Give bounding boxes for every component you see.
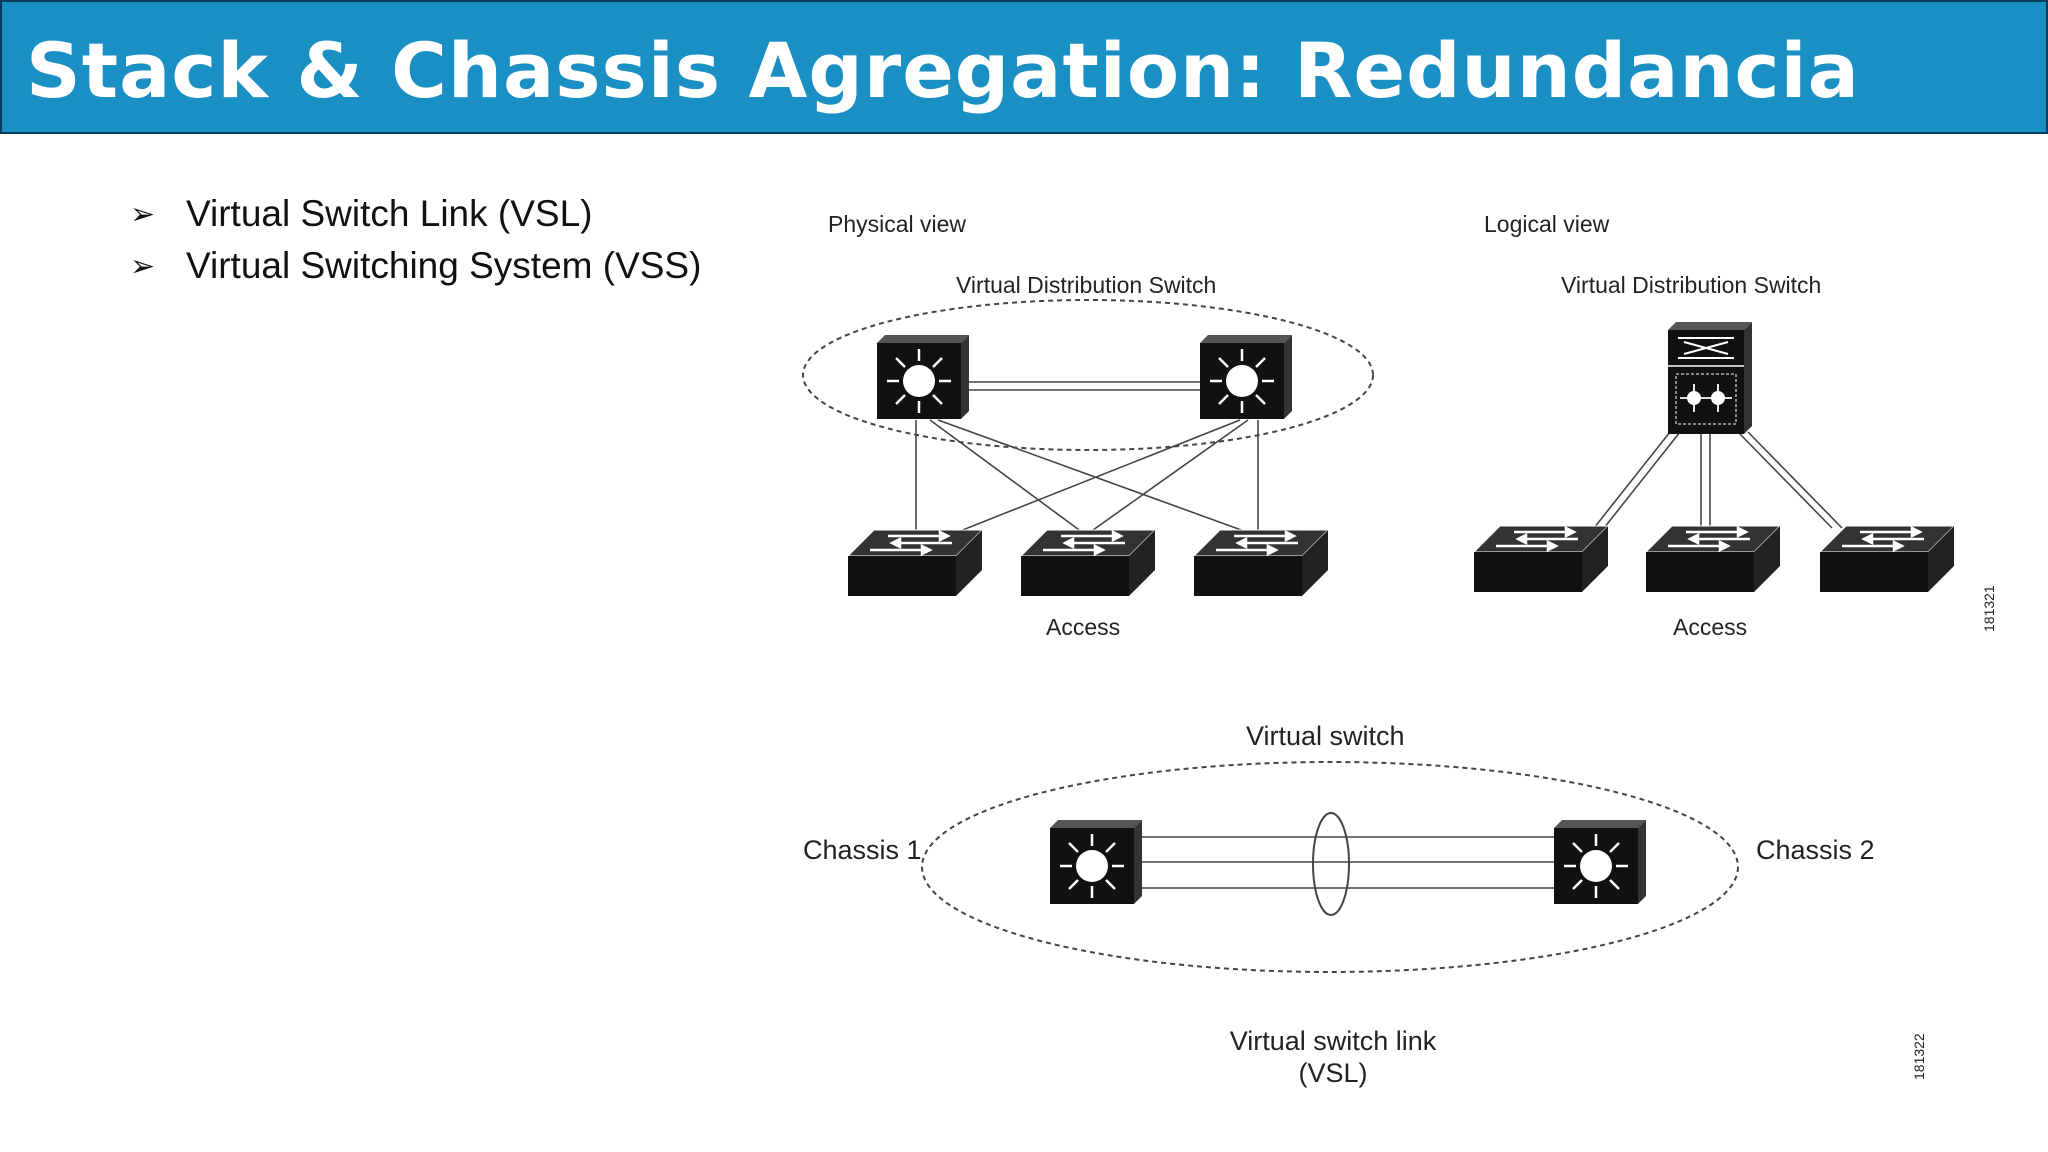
- arrow-bullet-icon: ➢: [130, 249, 156, 283]
- physical-distribution-label: Virtual Distribution Switch: [956, 272, 1216, 298]
- bullet-list: ➢ Virtual Switch Link (VSL) ➢ Virtual Sw…: [130, 188, 701, 292]
- physical-access-switch-2: [1019, 528, 1157, 598]
- physical-access-switch-3: [1192, 528, 1330, 598]
- logical-vss-switch: [1668, 322, 1752, 434]
- physical-access-label: Access: [1046, 614, 1120, 640]
- virtual-switch-label: Virtual switch: [1246, 721, 1405, 751]
- chassis-1-label: Chassis 1: [803, 835, 922, 865]
- logical-access-switch-2: [1644, 524, 1782, 594]
- logical-view-label: Logical view: [1484, 211, 1610, 237]
- physical-links: [915, 381, 1259, 538]
- virtual-switch-boundary: [921, 761, 1739, 973]
- chassis-1-switch: [1048, 818, 1144, 906]
- title-bar: Stack & Chassis Agregation: Redundancia: [0, 0, 2048, 134]
- bullet-text: Virtual Switching System (VSS): [186, 245, 702, 286]
- vsl-bundle-ring: [1312, 812, 1350, 916]
- figure-id-bottom: 181322: [1911, 1033, 1927, 1080]
- physical-distribution-switch-2: [1198, 333, 1294, 421]
- logical-distribution-label: Virtual Distribution Switch: [1561, 272, 1821, 298]
- physical-view-label: Physical view: [828, 211, 966, 237]
- bullet-item: ➢ Virtual Switching System (VSS): [130, 240, 701, 292]
- physical-distribution-switch-1: [875, 333, 971, 421]
- vsl-label-line2: (VSL): [1298, 1058, 1367, 1088]
- chassis-2-label: Chassis 2: [1756, 835, 1875, 865]
- bullet-text: Virtual Switch Link (VSL): [186, 193, 593, 234]
- vsl-label-line1: Virtual switch link: [1230, 1026, 1437, 1056]
- physical-access-switch-1: [846, 528, 984, 598]
- bullet-item: ➢ Virtual Switch Link (VSL): [130, 188, 701, 240]
- logical-access-label: Access: [1673, 614, 1747, 640]
- logical-links: [1593, 431, 1843, 529]
- slide-title: Stack & Chassis Agregation: Redundancia: [26, 26, 1860, 115]
- physical-virtual-switch-boundary: [802, 299, 1374, 451]
- logical-access-switch-3: [1818, 524, 1956, 594]
- figure-id-top: 181321: [1981, 585, 1997, 632]
- logical-access-switch-1: [1472, 524, 1610, 594]
- crossbar-icon: [1678, 337, 1734, 359]
- chassis-2-switch: [1552, 818, 1648, 906]
- arrow-bullet-icon: ➢: [130, 197, 156, 231]
